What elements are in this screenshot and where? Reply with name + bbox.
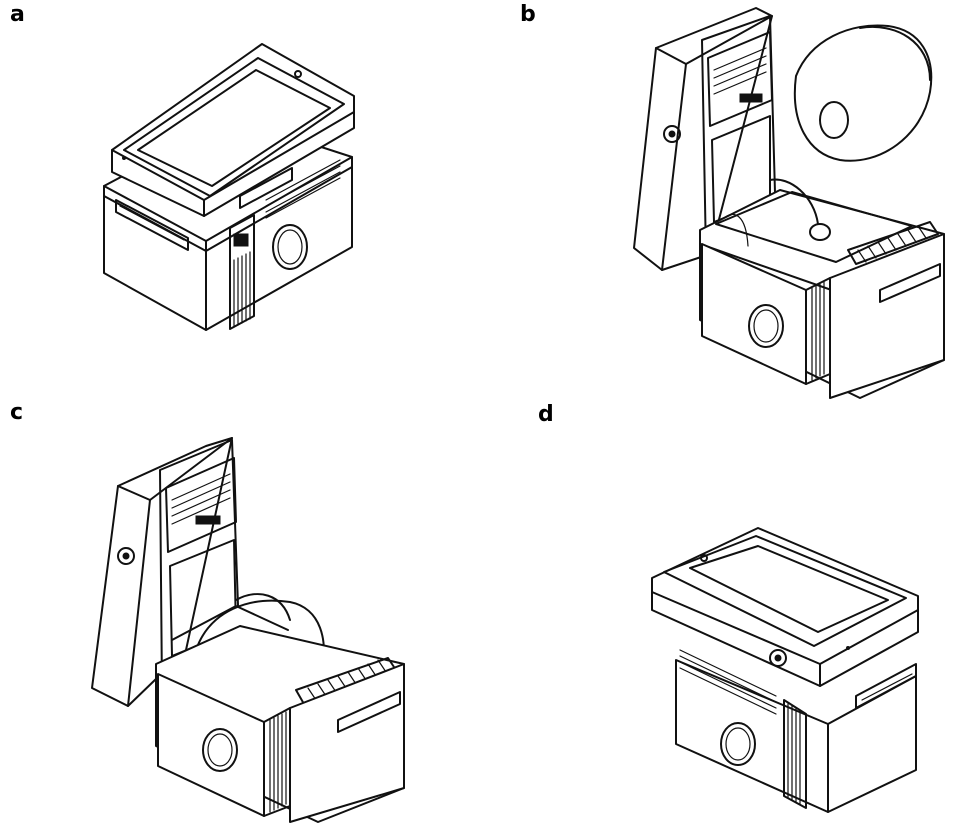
usb-port-icon xyxy=(233,233,249,247)
panel-label-d: d xyxy=(538,402,554,427)
printer-open-loaded xyxy=(91,437,405,823)
panel-label-a: a xyxy=(10,2,25,27)
panel-label-b: b xyxy=(520,2,536,27)
camera-icon xyxy=(294,70,302,78)
panel-label-c: c xyxy=(10,400,24,425)
power-button-icon xyxy=(272,224,308,270)
touchscreen xyxy=(689,545,889,633)
lid-knob-icon xyxy=(663,125,681,143)
power-button-icon xyxy=(720,722,756,766)
paper-roll xyxy=(793,24,933,162)
printer-closed-front-view xyxy=(103,43,355,331)
touchscreen xyxy=(137,69,331,187)
power-button-icon xyxy=(748,304,784,348)
printer-open-with-paper-roll xyxy=(633,7,945,399)
power-button-icon xyxy=(202,728,238,772)
grip-ribs xyxy=(229,214,255,330)
camera-icon xyxy=(700,554,708,562)
printer-closed-rear-view xyxy=(651,527,919,813)
platen-roller-ribs xyxy=(847,221,939,265)
lid-knob-icon xyxy=(117,547,135,565)
lid-knob-icon xyxy=(769,649,787,667)
